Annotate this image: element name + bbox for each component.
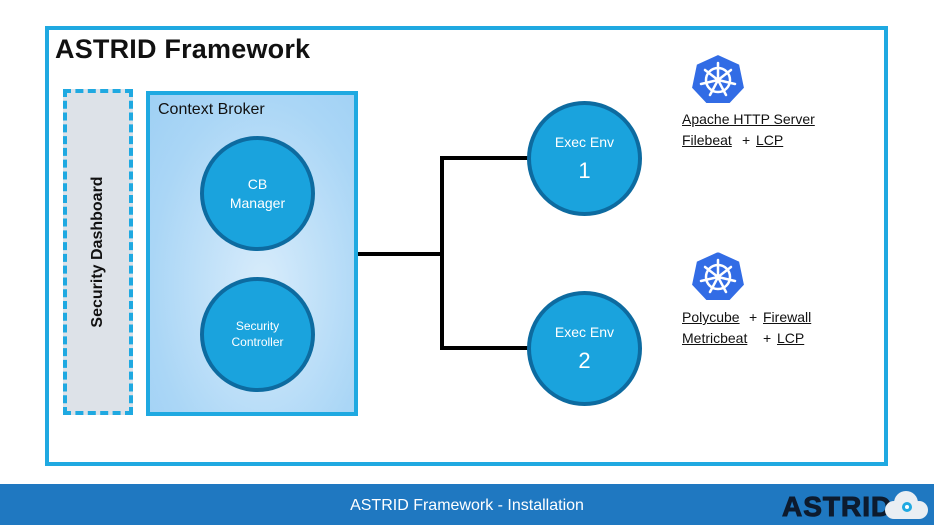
exec-env-1-label: Exec Env	[554, 134, 615, 151]
lcp-link[interactable]: LCP	[777, 330, 805, 346]
exec-env-2-number: 2	[578, 347, 591, 373]
footer-bar: ASTRID Framework - Installation	[0, 484, 934, 525]
footer-title: ASTRID Framework - Installation	[350, 497, 584, 514]
security-dashboard: Security Dashboard	[63, 89, 133, 415]
kubernetes-icon	[689, 53, 747, 105]
security-controller-node: Security Controller	[200, 277, 315, 392]
cloud-icon	[885, 491, 928, 519]
security-controller-line1: Security	[235, 318, 280, 333]
exec-env-2-label: Exec Env	[554, 324, 615, 341]
cb-manager-line1: CB	[247, 176, 268, 193]
apache-http-server-link[interactable]: Apache HTTP Server	[682, 111, 815, 127]
astrid-logo: ASTRID	[782, 491, 928, 522]
logo-text: ASTRID	[782, 491, 892, 522]
cb-manager-line2: Manager	[229, 194, 286, 211]
plus-sign: +	[742, 132, 751, 148]
page-title: ASTRID Framework	[55, 34, 311, 64]
security-controller-line2: Controller	[231, 334, 284, 349]
exec-env-2-node: Exec Env 2	[527, 291, 642, 406]
security-dashboard-label: Security Dashboard	[89, 176, 106, 328]
exec-env-1-node: Exec Env 1	[527, 101, 642, 216]
cb-manager-node: CB Manager	[200, 136, 315, 251]
context-broker-label: Context Broker	[158, 101, 265, 118]
plus-sign: +	[763, 330, 772, 346]
exec-env-1-number: 1	[578, 157, 591, 183]
metricbeat-link[interactable]: Metricbeat	[682, 330, 748, 346]
framework-frame	[45, 26, 888, 466]
firewall-link[interactable]: Firewall	[763, 309, 812, 325]
filebeat-link[interactable]: Filebeat	[682, 132, 732, 148]
kubernetes-icon	[689, 250, 747, 302]
lcp-link[interactable]: LCP	[756, 132, 784, 148]
polycube-link[interactable]: Polycube	[682, 309, 740, 325]
plus-sign: +	[749, 309, 758, 325]
